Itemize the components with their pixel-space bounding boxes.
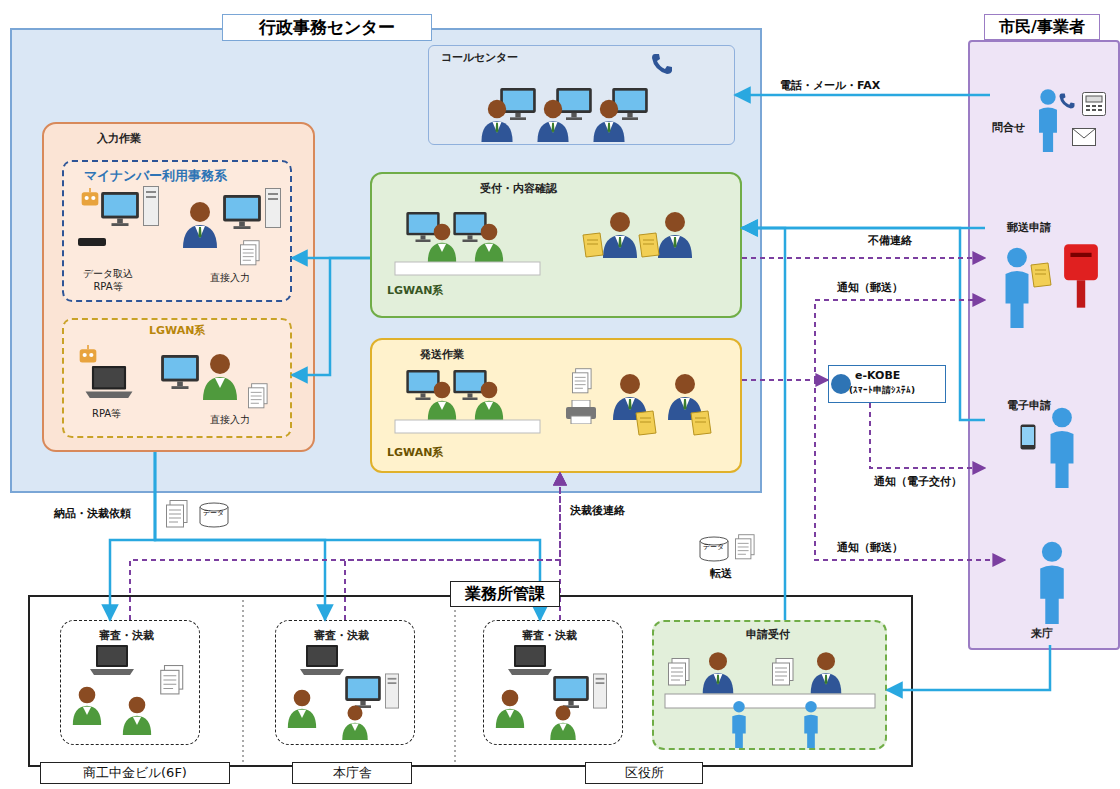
actor: 電子申請 xyxy=(985,395,1110,490)
notice-arrow xyxy=(345,473,560,620)
notice-arrow xyxy=(742,300,985,380)
flow-arrow xyxy=(887,645,1050,690)
location-label: 本庁舎 xyxy=(292,762,412,784)
node-title: マイナンバー利用事務系 xyxy=(84,168,227,184)
counter-box: 申請受付 xyxy=(652,620,887,750)
flow-arrow xyxy=(742,228,985,420)
node-caption: LGWAN系 xyxy=(387,284,443,298)
node-title: コールセンター xyxy=(441,51,518,65)
node-caption: 直接入力 xyxy=(210,272,250,285)
flow-arrow xyxy=(742,228,785,620)
node-title: 業務所管課 xyxy=(450,581,560,607)
node-caption: (ｽﾏｰﾄ申請ｼｽﾃﾑ) xyxy=(849,385,915,396)
node-title: e-KOBE xyxy=(855,369,900,383)
node-title: 申請受付 xyxy=(746,628,790,642)
node-caption: データ取込 RPA等 xyxy=(72,268,144,293)
node-title: 電子申請 xyxy=(1007,399,1051,413)
node-title: 問合せ xyxy=(992,121,1025,135)
node-title: 審査・決裁 xyxy=(314,629,369,643)
edge-label: 不備連絡 xyxy=(866,233,914,248)
flow-arrow xyxy=(735,94,990,97)
node-title: 市民/事業者 xyxy=(984,14,1100,40)
notice-arrow xyxy=(130,473,560,620)
notice-arrow xyxy=(559,473,561,620)
node-title: 審査・決裁 xyxy=(99,629,154,643)
edge-label: 通知（電子交付） xyxy=(872,474,964,489)
location-label: 区役所 xyxy=(585,762,703,784)
data-icon-label: データ xyxy=(703,543,724,551)
flow-arrow xyxy=(292,258,370,375)
node-title: 郵送申請 xyxy=(1007,221,1051,235)
node-title: 発送作業 xyxy=(420,348,464,362)
edge-label: 電話・メール・FAX xyxy=(778,78,882,93)
location-label: 商工中金ビル(6F) xyxy=(40,762,230,784)
notice-arrow xyxy=(742,257,985,259)
input-box: 入力作業マイナンバー利用事務系データ取込 RPA等直接入力LGWAN系RPA等直… xyxy=(42,122,315,452)
edge-label: 転送 xyxy=(708,566,734,581)
node-title: 行政事務センター xyxy=(222,14,432,41)
node-caption: RPA等 xyxy=(92,408,121,421)
flow-arrow xyxy=(155,452,540,620)
edge-label: 通知（郵送） xyxy=(835,280,905,295)
node-title: 来庁 xyxy=(1031,627,1053,641)
flow-arrow xyxy=(110,452,155,620)
notice-arrow xyxy=(870,403,985,468)
data-icon-label: データ xyxy=(203,509,224,517)
node-caption: LGWAN系 xyxy=(387,446,443,460)
node-title: LGWAN系 xyxy=(149,324,205,338)
edge-label: 通知（郵送） xyxy=(835,540,905,555)
node-title: 審査・決裁 xyxy=(522,629,577,643)
system-group: マイナンバー利用事務系データ取込 RPA等 直接入力 xyxy=(62,160,292,302)
notice-arrow xyxy=(742,380,1005,560)
edge-label: 決裁後連絡 xyxy=(568,503,627,518)
node-title: 受付・内容確認 xyxy=(480,182,557,196)
node-title: 入力作業 xyxy=(97,132,141,146)
node-caption: 直接入力 xyxy=(210,414,250,427)
edge-label: 納品・決裁依頼 xyxy=(52,506,133,521)
flow-arrow xyxy=(155,452,325,620)
